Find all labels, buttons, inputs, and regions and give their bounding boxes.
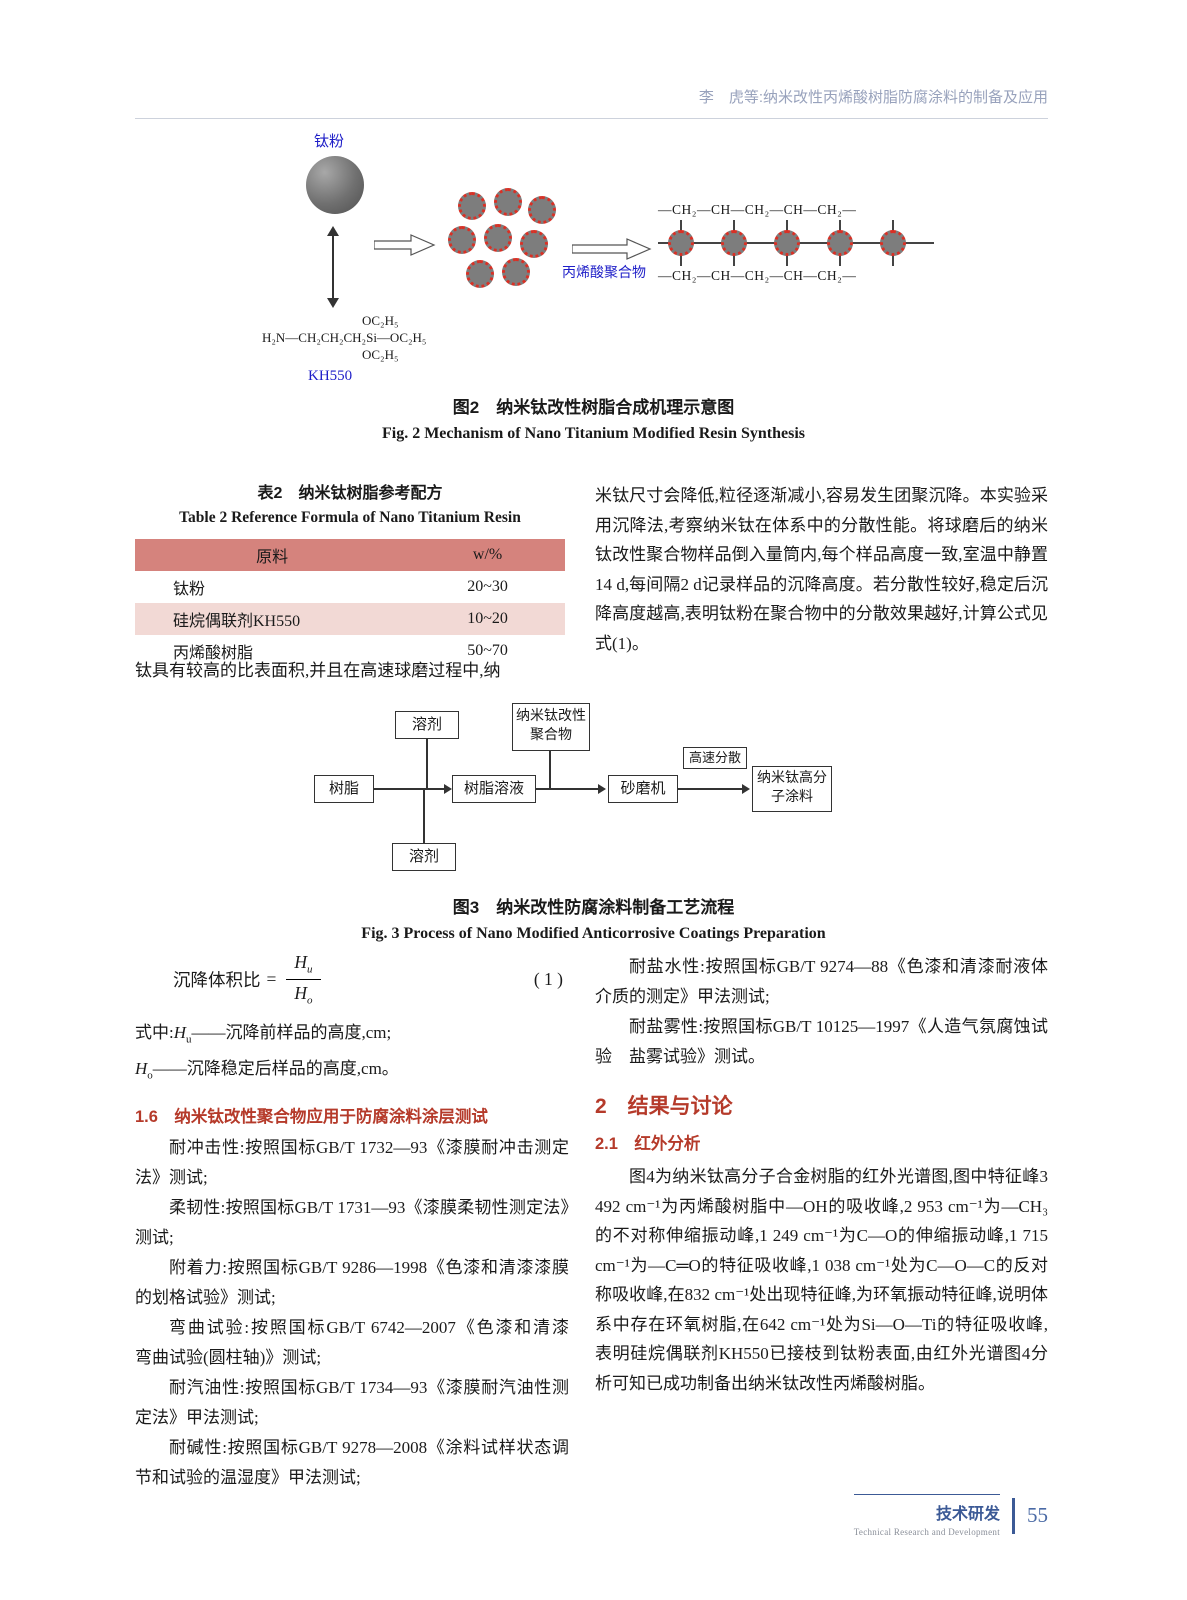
table-row: 硅烷偶联剂KH550 10~20 xyxy=(135,603,565,635)
left-column-bottom: 沉降体积比 = Hu Ho ( 1 ) 式中:Hu——沉降前样品的高度,cm; … xyxy=(135,952,586,1493)
flow-box-coating: 纳米钛高分子涂料 xyxy=(752,766,832,812)
flow-line xyxy=(374,788,446,790)
right-column-bottom: 耐盐水性:按照国标GB/T 9274—88《色漆和清漆耐液体介质的测定》甲法测试… xyxy=(595,952,1048,1398)
polymer-chain-bottom: —CH₂—CH—CH₂—CH—CH₂— xyxy=(658,268,857,283)
dispersion-paragraph: 米钛尺寸会降低,粒径逐渐减小,容易发生团聚沉降。本实验采用沉降法,考察纳米钛在体… xyxy=(595,486,1048,653)
table-2: 表2 纳米钛树脂参考配方 Table 2 Reference Formula o… xyxy=(135,479,565,667)
arrow-right-icon xyxy=(572,238,652,260)
flow-line xyxy=(536,788,600,790)
nano-particle-icon xyxy=(668,230,694,256)
infrared-analysis-paragraph: 图4为纳米钛高分子合金树脂的红外光谱图,图中特征峰3 492 cm⁻¹为丙烯酸树… xyxy=(595,1167,1048,1393)
footer-section-cn: 技术研发 xyxy=(935,1506,1000,1523)
flow-box-sand-mill: 砂磨机 xyxy=(608,775,678,803)
polymer-chain-diagram: —CH₂—CH—CH₂—CH—CH₂— —CH₂—CH—CH₂—CH—CH₂— xyxy=(658,202,940,284)
nano-particle-icon xyxy=(520,230,548,258)
figure-2-diagram: 钛粉 丙烯酸聚合物 —CH₂—CH—CH₂—CH—CH₂— xyxy=(210,124,950,386)
flow-box-solvent-top: 溶剂 xyxy=(395,711,459,739)
nano-particle-cluster xyxy=(448,188,564,306)
table-2-title-en: Table 2 Reference Formula of Nano Titani… xyxy=(179,509,521,526)
right-column-top: 米钛尺寸会降低,粒径逐渐减小,容易发生团聚沉降。本实验采用沉降法,考察纳米钛在体… xyxy=(595,481,1048,658)
figure-3-caption-en: Fig. 3 Process of Nano Modified Anticorr… xyxy=(361,925,826,942)
arrow-right-icon xyxy=(598,784,606,794)
nano-particle-icon xyxy=(827,230,853,256)
equation-lhs: 沉降体积比 xyxy=(173,969,261,990)
table-row: 丙烯酸树脂 50~70 xyxy=(173,642,508,662)
left-column-paragraph: 钛具有较高的比表面积,并且在高速球磨过程中,纳 xyxy=(135,661,501,680)
arrow-down-icon xyxy=(327,298,339,308)
section-1-6-heading: 1.6 纳米钛改性聚合物应用于防腐涂料涂层测试 xyxy=(135,1107,488,1126)
nano-particle-icon xyxy=(466,260,494,288)
table-header-row: 原料 w/% xyxy=(135,539,565,571)
flow-line xyxy=(678,788,744,790)
kh550-structure: OC₂H₅ H₂N—CH₂CH₂CH₂Si—OC₂H₅ OC₂H₅ xyxy=(262,313,427,362)
col-header-material: 原料 xyxy=(135,539,411,571)
test-item-adhesion: 附着力:按照国标GB/T 9286—1998《色漆和清漆漆膜的划格试验》测试; xyxy=(135,1257,569,1307)
equation-1: 沉降体积比 = Hu Ho ( 1 ) xyxy=(135,952,569,1006)
equation-legend: 式中:Hu——沉降前样品的高度,cm; Ho——沉降稳定后样品的高度,cm。 xyxy=(135,1018,569,1091)
arrow-right-icon xyxy=(742,784,750,794)
page-number: 55 xyxy=(1027,1503,1048,1527)
test-item-gasoline: 耐汽油性:按照国标GB/T 1734—93《漆膜耐汽油性测定法》甲法测试; xyxy=(135,1377,569,1427)
nano-particle-icon xyxy=(484,224,512,252)
legend-line-hu: 式中:Hu——沉降前样品的高度,cm; xyxy=(135,1023,392,1046)
figure-3-flowchart: 溶剂 纳米钛改性聚合物 树脂 树脂溶液 砂磨机 高速分散 纳米钛高分子涂料 溶剂 xyxy=(300,703,860,883)
nano-particle-icon xyxy=(528,196,556,224)
titanium-sphere-icon xyxy=(306,156,364,214)
arrow-right-icon xyxy=(374,234,436,256)
equation-fraction: Hu Ho xyxy=(286,952,321,1006)
arrow-up-icon xyxy=(327,226,339,236)
footer-section-en: Technical Research and Development xyxy=(853,1527,1000,1537)
flow-box-solvent-bottom: 溶剂 xyxy=(392,843,456,871)
formula-table: 原料 w/% 钛粉 20~30 硅烷偶联剂KH550 10~20 丙烯酸树脂 5… xyxy=(135,539,565,667)
test-item-alkali: 耐碱性:按照国标GB/T 9278—2008《涂料试样状态调节和试验的温湿度》甲… xyxy=(135,1437,569,1487)
nano-particle-icon xyxy=(458,192,486,220)
nano-particle-icon xyxy=(502,258,530,286)
footer-section: 技术研发 Technical Research and Development xyxy=(853,1494,1000,1537)
nano-particle-icon xyxy=(494,188,522,216)
nano-particle-icon xyxy=(880,230,906,256)
kh550-label: KH550 xyxy=(308,368,353,384)
test-item-impact: 耐冲击性:按照国标GB/T 1732—93《漆膜耐冲击测定法》测试; xyxy=(135,1137,569,1187)
flow-line xyxy=(549,751,551,789)
footer-divider xyxy=(1012,1497,1015,1534)
flow-line xyxy=(423,789,425,843)
polymer-chain-top: —CH₂—CH—CH₂—CH—CH₂— xyxy=(658,202,857,217)
double-arrow-icon xyxy=(327,226,339,308)
test-item-bending: 弯曲试验:按照国标GB/T 6742—2007《色漆和清漆 弯曲试验(圆柱轴)》… xyxy=(135,1317,586,1367)
flow-label-high-speed: 高速分散 xyxy=(683,747,747,769)
figure-2-caption-en: Fig. 2 Mechanism of Nano Titanium Modifi… xyxy=(381,425,805,442)
figure-2-caption-cn: 图2 纳米钛改性树脂合成机理示意图 xyxy=(452,398,735,417)
flow-box-resin-solution: 树脂溶液 xyxy=(452,775,536,803)
figure-3-caption-cn: 图3 纳米改性防腐涂料制备工艺流程 xyxy=(452,898,735,917)
table-row: 钛粉 20~30 xyxy=(173,578,508,598)
flow-box-nano-polymer: 纳米钛改性聚合物 xyxy=(512,703,590,751)
flow-line xyxy=(426,739,428,789)
test-item-saltwater: 耐盐水性:按照国标GB/T 9274—88《色漆和清漆耐液体介质的测定》甲法测试… xyxy=(595,957,1048,1006)
section-2-heading: 2 结果与讨论 xyxy=(595,1095,733,1118)
arrow-right-icon xyxy=(444,784,452,794)
figure-3-caption: 图3 纳米改性防腐涂料制备工艺流程 Fig. 3 Process of Nano… xyxy=(0,893,1187,943)
test-item-flexibility: 柔韧性:按照国标GB/T 1731—93《漆膜柔韧性测定法》测试; xyxy=(135,1197,569,1247)
ti-powder-label: 钛粉 xyxy=(314,134,345,150)
running-title: 李 虎等:纳米改性丙烯酸树脂防腐涂料的制备及应用 xyxy=(135,86,1048,119)
nano-particle-icon xyxy=(721,230,747,256)
equation-number: ( 1 ) xyxy=(533,968,563,989)
legend-line-ho: Ho——沉降稳定后样品的高度,cm。 xyxy=(135,1059,399,1082)
section-2-1-heading: 2.1 红外分析 xyxy=(595,1135,701,1153)
table-2-title-cn: 表2 纳米钛树脂参考配方 xyxy=(257,485,443,502)
col-header-percent: w/% xyxy=(410,539,565,571)
acrylic-polymer-label: 丙烯酸聚合物 xyxy=(562,266,646,281)
test-item-saltfog: 耐盐雾性:按照国标GB/T 10125—1997《人造气氛腐蚀试验 盐雾试验》测… xyxy=(595,1017,1048,1066)
page-footer: 技术研发 Technical Research and Development … xyxy=(853,1494,1048,1537)
flow-box-resin: 树脂 xyxy=(314,775,374,803)
nano-particle-icon xyxy=(774,230,800,256)
figure-2-caption: 图2 纳米钛改性树脂合成机理示意图 Fig. 2 Mechanism of Na… xyxy=(0,393,1187,443)
nano-particle-icon xyxy=(448,226,476,254)
